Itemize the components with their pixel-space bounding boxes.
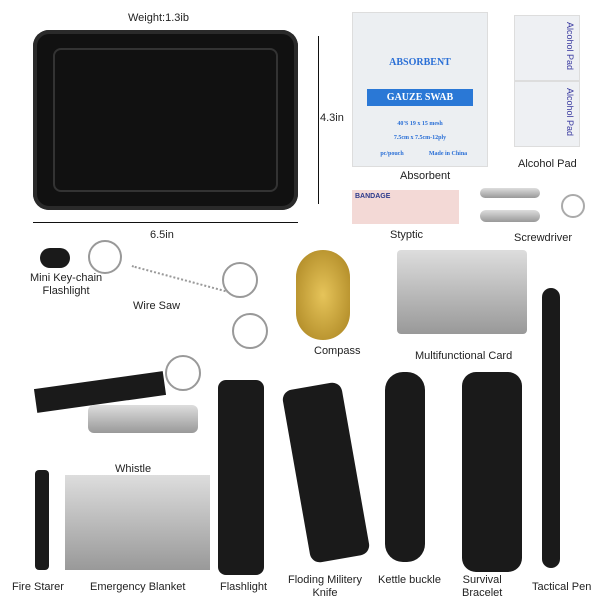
screwdriver-label: Screwdriver [514, 232, 573, 244]
height-dimension-line [318, 36, 319, 204]
whistle-image [88, 405, 198, 433]
kettle-buckle-image [385, 372, 425, 562]
emergency-blanket-image [65, 475, 210, 570]
flashlight-image [218, 380, 264, 575]
compass-image [296, 250, 350, 340]
multifunctional-card-label: Multifunctional Card [415, 350, 513, 362]
wire-saw-label: Wire Saw [133, 300, 181, 312]
fire-starter-label: Fire Starer [12, 581, 64, 593]
storage-case-image [33, 30, 298, 210]
screwdriver-image [480, 188, 540, 198]
survival-bracelet-image [462, 372, 522, 572]
weight-label: Weight:1.3ib [128, 12, 189, 24]
survival-bracelet-label: Survival Bracelet [462, 574, 503, 599]
keychain-flashlight-image [40, 248, 70, 268]
alcohol-pad-image: Alcohol Pad [514, 15, 580, 81]
tactical-pen-image [542, 288, 560, 568]
key-ring-image [561, 194, 585, 218]
emergency-blanket-label: Emergency Blanket [90, 581, 186, 593]
key-ring-image [88, 240, 122, 274]
keychain-flashlight-label: Mini Key-chain Flashlight [30, 272, 103, 297]
alcohol-pad-label: Alcohol Pad [518, 158, 577, 170]
wire-saw-image [131, 265, 229, 294]
alcohol-pad-image: Alcohol Pad [514, 81, 580, 147]
whistle-label: Whistle [115, 463, 152, 475]
tactical-pen-label: Tactical Pen [532, 581, 592, 593]
key-ring-image [165, 355, 201, 391]
compass-label: Compass [314, 345, 361, 357]
screwdriver-image [480, 210, 540, 222]
key-ring-image [222, 262, 258, 298]
key-ring-image [232, 313, 268, 349]
styptic-label: Styptic [390, 229, 424, 241]
fire-starter-rod-image [35, 470, 49, 570]
flashlight-label: Flashlight [220, 581, 268, 593]
width-label: 6.5in [150, 229, 174, 241]
gauze-swab-image: ABSORBENT GAUZE SWAB 40'S 19 x 15 mesh 7… [352, 12, 488, 167]
multifunctional-card-image [397, 250, 527, 334]
bandage-image: BANDAGE [352, 190, 459, 224]
knife-label: Floding Militery Knife [288, 574, 362, 599]
kettle-buckle-label: Kettle buckle [378, 574, 441, 586]
absorbent-label: Absorbent [400, 170, 451, 182]
folding-knife-image [281, 381, 371, 564]
width-dimension-line [33, 222, 298, 223]
height-label: 4.3in [320, 112, 344, 124]
